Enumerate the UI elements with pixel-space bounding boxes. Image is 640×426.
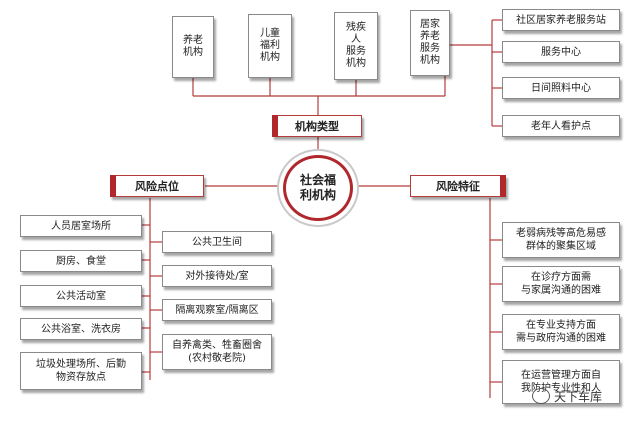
home-care-item: 日间照料中心 [502,77,620,99]
risk-feature-label: 在专业支持方面 需与政府沟通的困难 [516,320,606,344]
risk-point-item: 对外接待处/室 [162,265,272,287]
risk-feature-label: 在诊疗方面需 与家属沟通的困难 [521,272,601,296]
watermark-text: 天下车库 [554,389,603,404]
category-tag-label: 机构类型 [295,120,339,133]
watermark: 天下车库 [532,386,636,406]
risk-point-label: 人员居室场所 [51,220,111,232]
category-tag-types: 机构类型 [272,115,362,137]
risk-point-label: 厨房、食堂 [56,255,106,267]
type-box-child: 儿童 福利 机构 [248,14,292,78]
risk-point-item: 人员居室场所 [20,215,142,237]
risk-point-label: 公共活动室 [56,290,106,302]
center-hub-title: 社会福 利机构 [299,173,336,202]
type-box-label: 残疾 人 服务 机构 [346,22,366,69]
type-box-label: 儿童 福利 机构 [260,28,280,63]
home-care-item: 社区居家养老服务站 [502,9,620,31]
tag-accent-bar [110,175,116,197]
risk-feature-label: 老弱病残等高危易感 群体的聚集区域 [516,228,606,252]
risk-feature-item: 在专业支持方面 需与政府沟通的困难 [502,314,620,350]
home-care-item: 服务中心 [502,41,620,63]
risk-point-label: 公共浴室、洗衣房 [41,323,121,335]
risk-point-item: 公共卫生间 [162,231,272,253]
home-care-item-label: 老年人看护点 [531,120,591,132]
home-care-item-label: 日间照料中心 [531,82,591,94]
type-box-label: 养老 机构 [183,35,203,58]
risk-feature-item: 老弱病残等高危易感 群体的聚集区域 [502,222,620,258]
risk-point-label: 对外接待处/室 [185,270,249,282]
tag-accent-bar [500,175,506,197]
risk-point-label: 自养禽类、牲畜圈舍 (农村敬老院) [172,340,262,364]
category-tag-label: 风险点位 [135,180,179,193]
risk-point-item: 隔离观察室/隔离区 [162,299,272,321]
type-box-disabled: 残疾 人 服务 机构 [334,12,378,80]
home-care-item-label: 社区居家养老服务站 [516,14,606,26]
type-box-elderly: 养老 机构 [172,16,214,78]
category-tag-label: 风险特征 [436,180,480,193]
risk-point-item: 垃圾处理场所、后勤 物资存放点 [20,352,142,390]
risk-point-item: 自养禽类、牲畜圈舍 (农村敬老院) [162,334,272,370]
risk-feature-item: 在运营管理方面自 我防护专业性和人 [502,360,620,404]
home-care-item: 老年人看护点 [502,115,620,137]
risk-feature-item: 在诊疗方面需 与家属沟通的困难 [502,266,620,302]
risk-point-label: 垃圾处理场所、后勤 物资存放点 [36,359,126,383]
risk-point-label: 隔离观察室/隔离区 [175,304,259,316]
wechat-icon [532,388,550,404]
type-box-home-care: 居家 养老 服务 机构 [410,10,450,76]
risk-feature-label: 在运营管理方面自 我防护专业性和人 [521,370,601,394]
tag-accent-bar [272,115,278,137]
category-tag-risk-points: 风险点位 [110,175,204,197]
type-box-label: 居家 养老 服务 机构 [420,19,440,66]
risk-point-item: 厨房、食堂 [20,250,142,272]
category-tag-risk-features: 风险特征 [410,175,506,197]
center-hub: 社会福 利机构 [283,155,353,221]
risk-point-label: 公共卫生间 [192,236,242,248]
risk-point-item: 公共活动室 [20,285,142,307]
home-care-item-label: 服务中心 [541,46,581,58]
risk-point-item: 公共浴室、洗衣房 [20,318,142,340]
